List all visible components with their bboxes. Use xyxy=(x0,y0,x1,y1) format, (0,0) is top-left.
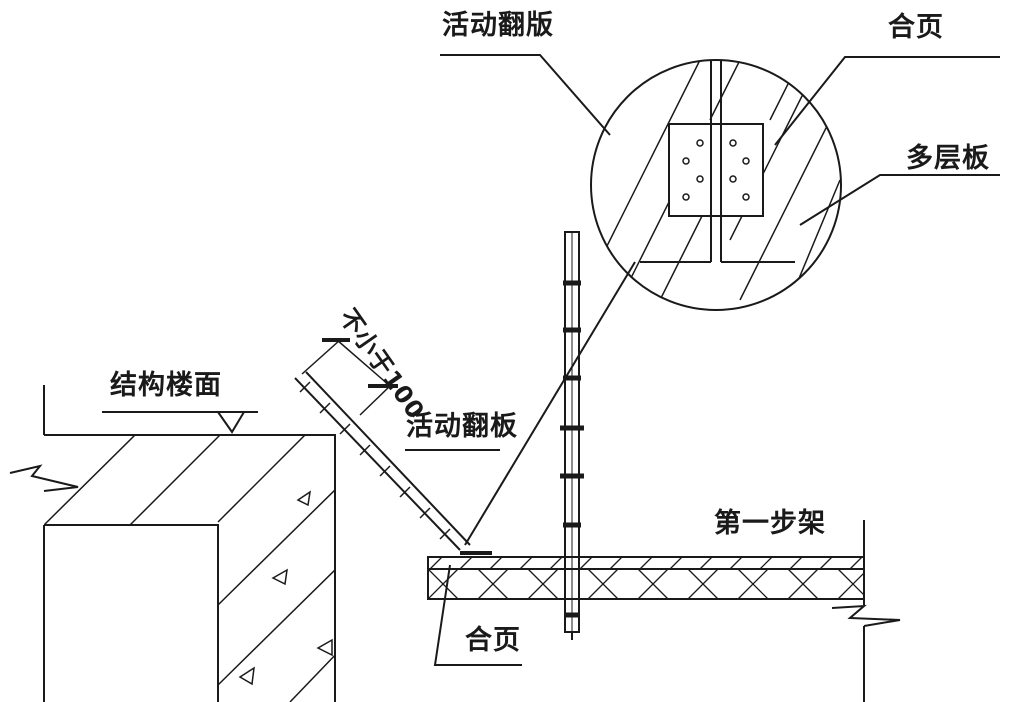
detail-hinge-label: 合页 xyxy=(888,12,944,43)
structural-slab xyxy=(9,385,336,702)
detail-circle xyxy=(590,59,842,311)
deck-board xyxy=(427,520,901,702)
detail-multilayer-board-label: 多层板 xyxy=(906,143,990,174)
flip-board xyxy=(294,338,492,555)
vertical-post xyxy=(560,231,584,640)
detail-flip-board-label: 活动翻版 xyxy=(442,10,554,41)
flip-board-label: 活动翻板 xyxy=(406,411,518,442)
hinge-label: 合页 xyxy=(465,625,521,656)
structural-floor-label: 结构楼面 xyxy=(110,370,222,401)
first-step-frame-label: 第一步架 xyxy=(714,508,826,539)
